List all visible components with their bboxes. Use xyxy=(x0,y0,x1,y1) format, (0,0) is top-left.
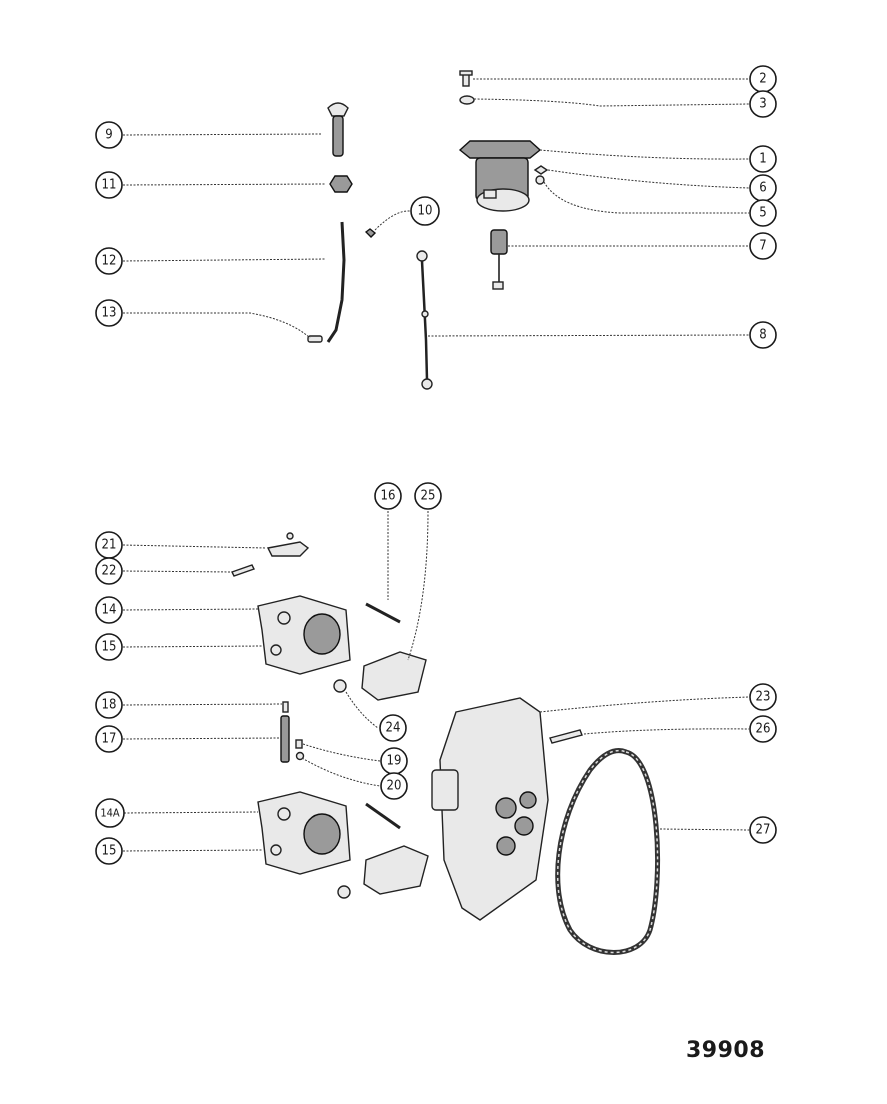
callout-7-label: 7 xyxy=(759,239,766,254)
callout-11-label: 11 xyxy=(102,178,117,193)
callout-20-label: 20 xyxy=(387,779,402,794)
callout-7: 7 xyxy=(749,232,777,260)
callout-13-label: 13 xyxy=(102,306,117,321)
callout-19-label: 19 xyxy=(387,754,402,769)
callout-3: 3 xyxy=(749,90,777,118)
callout-23: 23 xyxy=(749,683,777,711)
callout-27: 27 xyxy=(749,816,777,844)
callout-14: 14 xyxy=(95,596,123,624)
callout-26: 26 xyxy=(749,715,777,743)
callout-10: 10 xyxy=(410,196,440,226)
callout-1: 1 xyxy=(749,145,777,173)
part-clip-10 xyxy=(364,228,377,238)
callout-21: 21 xyxy=(95,531,123,559)
callout-18-label: 18 xyxy=(102,698,117,713)
callout-5: 5 xyxy=(749,199,777,227)
part-bolt-26 xyxy=(549,729,583,744)
part-spring-19 xyxy=(295,739,303,749)
callout-14-label: 14 xyxy=(102,603,117,618)
part-fitting-9 xyxy=(327,102,349,157)
callout-8: 8 xyxy=(749,321,777,349)
part-carburetor-lower xyxy=(257,791,351,875)
part-linkage-pin xyxy=(286,532,294,540)
callout-15-upper: 15 xyxy=(95,633,123,661)
callout-5-label: 5 xyxy=(759,206,766,221)
callout-19: 19 xyxy=(380,747,408,775)
callout-15-upper-label: 15 xyxy=(102,640,117,655)
callout-6: 6 xyxy=(749,174,777,202)
part-pin-18 xyxy=(282,701,289,713)
callout-1-label: 1 xyxy=(759,152,766,167)
callout-18: 18 xyxy=(95,691,123,719)
callout-16: 16 xyxy=(374,482,402,510)
part-clamp-13 xyxy=(307,335,323,343)
callout-24-label: 24 xyxy=(386,721,401,736)
part-tube-12 xyxy=(326,221,346,343)
part-housing-1 xyxy=(458,140,542,212)
figure-reference-number: 39908 xyxy=(686,1038,766,1063)
callout-25: 25 xyxy=(414,482,442,510)
part-fitting-6 xyxy=(533,165,549,175)
callout-3-label: 3 xyxy=(759,97,766,112)
callout-17-label: 17 xyxy=(102,732,117,747)
callout-15-lower-label: 15 xyxy=(102,844,117,859)
part-carburetor-upper xyxy=(257,595,351,675)
callout-2-label: 2 xyxy=(759,72,766,87)
part-screw-22 xyxy=(231,564,255,577)
callout-27-label: 27 xyxy=(756,823,771,838)
callout-20: 20 xyxy=(380,772,408,800)
part-sender-7 xyxy=(490,229,508,290)
callout-22: 22 xyxy=(95,557,123,585)
callout-14A: 14A xyxy=(95,798,125,828)
part-screw-2 xyxy=(459,70,473,87)
callout-24: 24 xyxy=(379,714,407,742)
callout-6-label: 6 xyxy=(759,181,766,196)
callout-12: 12 xyxy=(95,247,123,275)
part-oring-5 xyxy=(535,175,545,185)
callout-16-label: 16 xyxy=(381,489,396,504)
callout-26-label: 26 xyxy=(756,722,771,737)
part-belt-27 xyxy=(555,748,661,955)
part-manifold-23 xyxy=(431,697,549,921)
callout-8-label: 8 xyxy=(759,328,766,343)
part-nut-11 xyxy=(329,175,353,193)
part-washer-3 xyxy=(459,95,475,105)
callout-13: 13 xyxy=(95,299,123,327)
part-linkage-21 xyxy=(266,541,310,557)
callout-9: 9 xyxy=(95,121,123,149)
callout-21-label: 21 xyxy=(102,538,117,553)
callout-15-lower: 15 xyxy=(95,837,123,865)
part-oring-24 xyxy=(333,679,347,693)
part-gasket-25 xyxy=(361,651,427,701)
callout-25-label: 25 xyxy=(421,489,436,504)
callout-17: 17 xyxy=(95,725,123,753)
part-pin-16 xyxy=(365,602,401,624)
leader-lines xyxy=(122,78,750,852)
part-pin-lower xyxy=(365,802,401,830)
callout-2: 2 xyxy=(749,65,777,93)
part-ball-20 xyxy=(295,751,305,761)
callout-12-label: 12 xyxy=(102,254,117,269)
part-shaft-17 xyxy=(280,715,290,763)
part-oring-lower xyxy=(337,885,351,899)
callout-22-label: 22 xyxy=(102,564,117,579)
callout-11: 11 xyxy=(95,171,123,199)
callout-9-label: 9 xyxy=(105,128,112,143)
callout-10-label: 10 xyxy=(418,204,433,219)
callout-23-label: 23 xyxy=(756,690,771,705)
part-dipstick-8 xyxy=(416,250,433,390)
part-belt-ribs xyxy=(556,749,659,954)
callout-14A-label: 14A xyxy=(100,807,120,820)
part-gasket-lower xyxy=(363,845,429,895)
